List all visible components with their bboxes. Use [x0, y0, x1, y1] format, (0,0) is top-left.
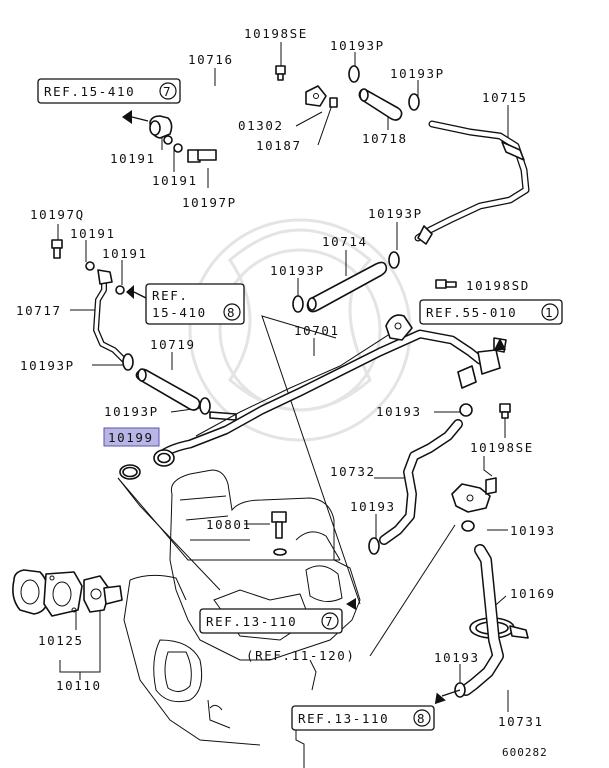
- ref-text: REF.13-110: [298, 711, 389, 726]
- label-10191[interactable]: 10191: [102, 246, 148, 261]
- hose-connector: [451, 477, 497, 513]
- label-10193[interactable]: 10193: [510, 523, 556, 538]
- hose-10718: [358, 88, 403, 121]
- label-10193[interactable]: 10193: [376, 404, 422, 419]
- ref-text: REF.15-410: [44, 84, 135, 99]
- bolt-10198SE-top: [275, 65, 286, 81]
- hose-10732: [379, 419, 463, 545]
- label-10199[interactable]: 10199: [108, 430, 154, 445]
- label-10193P[interactable]: 10193P: [270, 263, 325, 278]
- label-10731[interactable]: 10731: [498, 714, 544, 729]
- label-10718[interactable]: 10718: [362, 131, 408, 146]
- label-10714[interactable]: 10714: [322, 234, 368, 249]
- label-10732[interactable]: 10732: [330, 464, 376, 479]
- hose-10731: [460, 544, 504, 696]
- label-10801[interactable]: 10801: [206, 517, 252, 532]
- clamp-10193P-mid: [122, 251, 400, 415]
- label-10191[interactable]: 10191: [70, 226, 116, 241]
- ref-box-15-410-8[interactable]: REF. 15-410 8: [145, 283, 245, 325]
- pipe-10701: [153, 314, 507, 467]
- ref-text-line2: 15-410: [152, 305, 207, 320]
- hose-10714: [306, 261, 388, 313]
- pipe-10716: [149, 62, 348, 139]
- bolt-10198SD: [435, 279, 457, 289]
- clamp-10193-mid: [459, 403, 473, 417]
- ref-text: REF.13-110: [206, 614, 297, 629]
- ref-box-15-410-7[interactable]: REF.15-410 7: [37, 78, 181, 104]
- label-10719[interactable]: 10719: [150, 337, 196, 352]
- clamp-10193-right: [461, 520, 475, 532]
- washer-10191-c: [85, 261, 95, 271]
- ref-box-13-110-8[interactable]: REF.13-110 8: [291, 705, 435, 731]
- ref-box-13-110-7[interactable]: REF.13-110 7: [199, 608, 343, 634]
- label-01302[interactable]: 01302: [238, 118, 284, 133]
- housing-10125: [12, 569, 83, 617]
- label-10198SE[interactable]: 10198SE: [244, 26, 308, 41]
- ref-box-55-010-1[interactable]: REF.55-010 1: [419, 299, 563, 325]
- sensor-10801: [271, 511, 287, 556]
- label-10197Q[interactable]: 10197Q: [30, 207, 85, 222]
- clamp-10187: [329, 97, 338, 108]
- label-10701[interactable]: 10701: [294, 323, 340, 338]
- label-10193P[interactable]: 10193P: [390, 66, 445, 81]
- arrow-ref-15-410-8: [126, 285, 134, 299]
- arrow-ref-13-110-8: [434, 692, 446, 705]
- label-10193P[interactable]: 10193P: [20, 358, 75, 373]
- bolt-10197Q: [51, 239, 63, 259]
- hose-10719: [135, 368, 201, 411]
- label-10187[interactable]: 10187: [256, 138, 302, 153]
- clamp-10193-low: [368, 537, 380, 555]
- bolt-10197P: [187, 149, 217, 163]
- thermostat-10110: [83, 575, 123, 613]
- label-10193P[interactable]: 10193P: [330, 38, 385, 53]
- ref-text-line1: REF.: [152, 288, 189, 303]
- label-10191[interactable]: 10191: [152, 173, 198, 188]
- ref-circle-number: 8: [227, 305, 236, 320]
- washer-10191-d: [115, 285, 125, 295]
- label-10125[interactable]: 10125: [38, 633, 84, 648]
- label-10715[interactable]: 10715: [482, 90, 528, 105]
- gasket-10199: [119, 464, 141, 480]
- arrow-ref-55-010: [494, 338, 506, 350]
- highlight-10199: [103, 427, 160, 447]
- pipe-10715: [414, 120, 530, 245]
- ref-circle-number: 7: [163, 84, 172, 99]
- label-10197P[interactable]: 10197P: [182, 195, 237, 210]
- ref-text: (REF.11-120): [246, 648, 356, 663]
- part-labels: 10198SE 10193P 10716 10193P 10715 01302 …: [16, 26, 556, 729]
- washer-10191-a: [163, 135, 173, 145]
- label-10198SE[interactable]: 10198SE: [470, 440, 534, 455]
- ref-circle-number: 1: [545, 305, 554, 320]
- arrow-ref-15-410-7: [122, 110, 132, 124]
- arrow-ref-13-110-7: [346, 598, 356, 610]
- label-10198SD[interactable]: 10198SD: [466, 278, 530, 293]
- label-10193[interactable]: 10193: [434, 650, 480, 665]
- label-10191[interactable]: 10191: [110, 151, 156, 166]
- clamp-10193P-top: [348, 65, 420, 111]
- label-10717[interactable]: 10717: [16, 303, 62, 318]
- diagram-id: 600282: [502, 746, 548, 759]
- label-10193P[interactable]: 10193P: [104, 404, 159, 419]
- label-10193P[interactable]: 10193P: [368, 206, 423, 221]
- pipe-10717: [93, 269, 127, 363]
- ref-text: REF.55-010: [426, 305, 517, 320]
- ref-11-120[interactable]: (REF.11-120): [246, 648, 356, 663]
- label-10716[interactable]: 10716: [188, 52, 234, 67]
- label-10110[interactable]: 10110: [56, 678, 102, 693]
- ref-circle-number: 7: [325, 614, 334, 629]
- ref-circle-number: 8: [417, 711, 426, 726]
- label-10193[interactable]: 10193: [350, 499, 396, 514]
- engine-block-drawing: [123, 469, 361, 746]
- label-10169[interactable]: 10169: [510, 586, 556, 601]
- arrows: [122, 110, 506, 705]
- bolt-10198SE-mid: [499, 403, 511, 419]
- washer-10191-b: [173, 143, 183, 153]
